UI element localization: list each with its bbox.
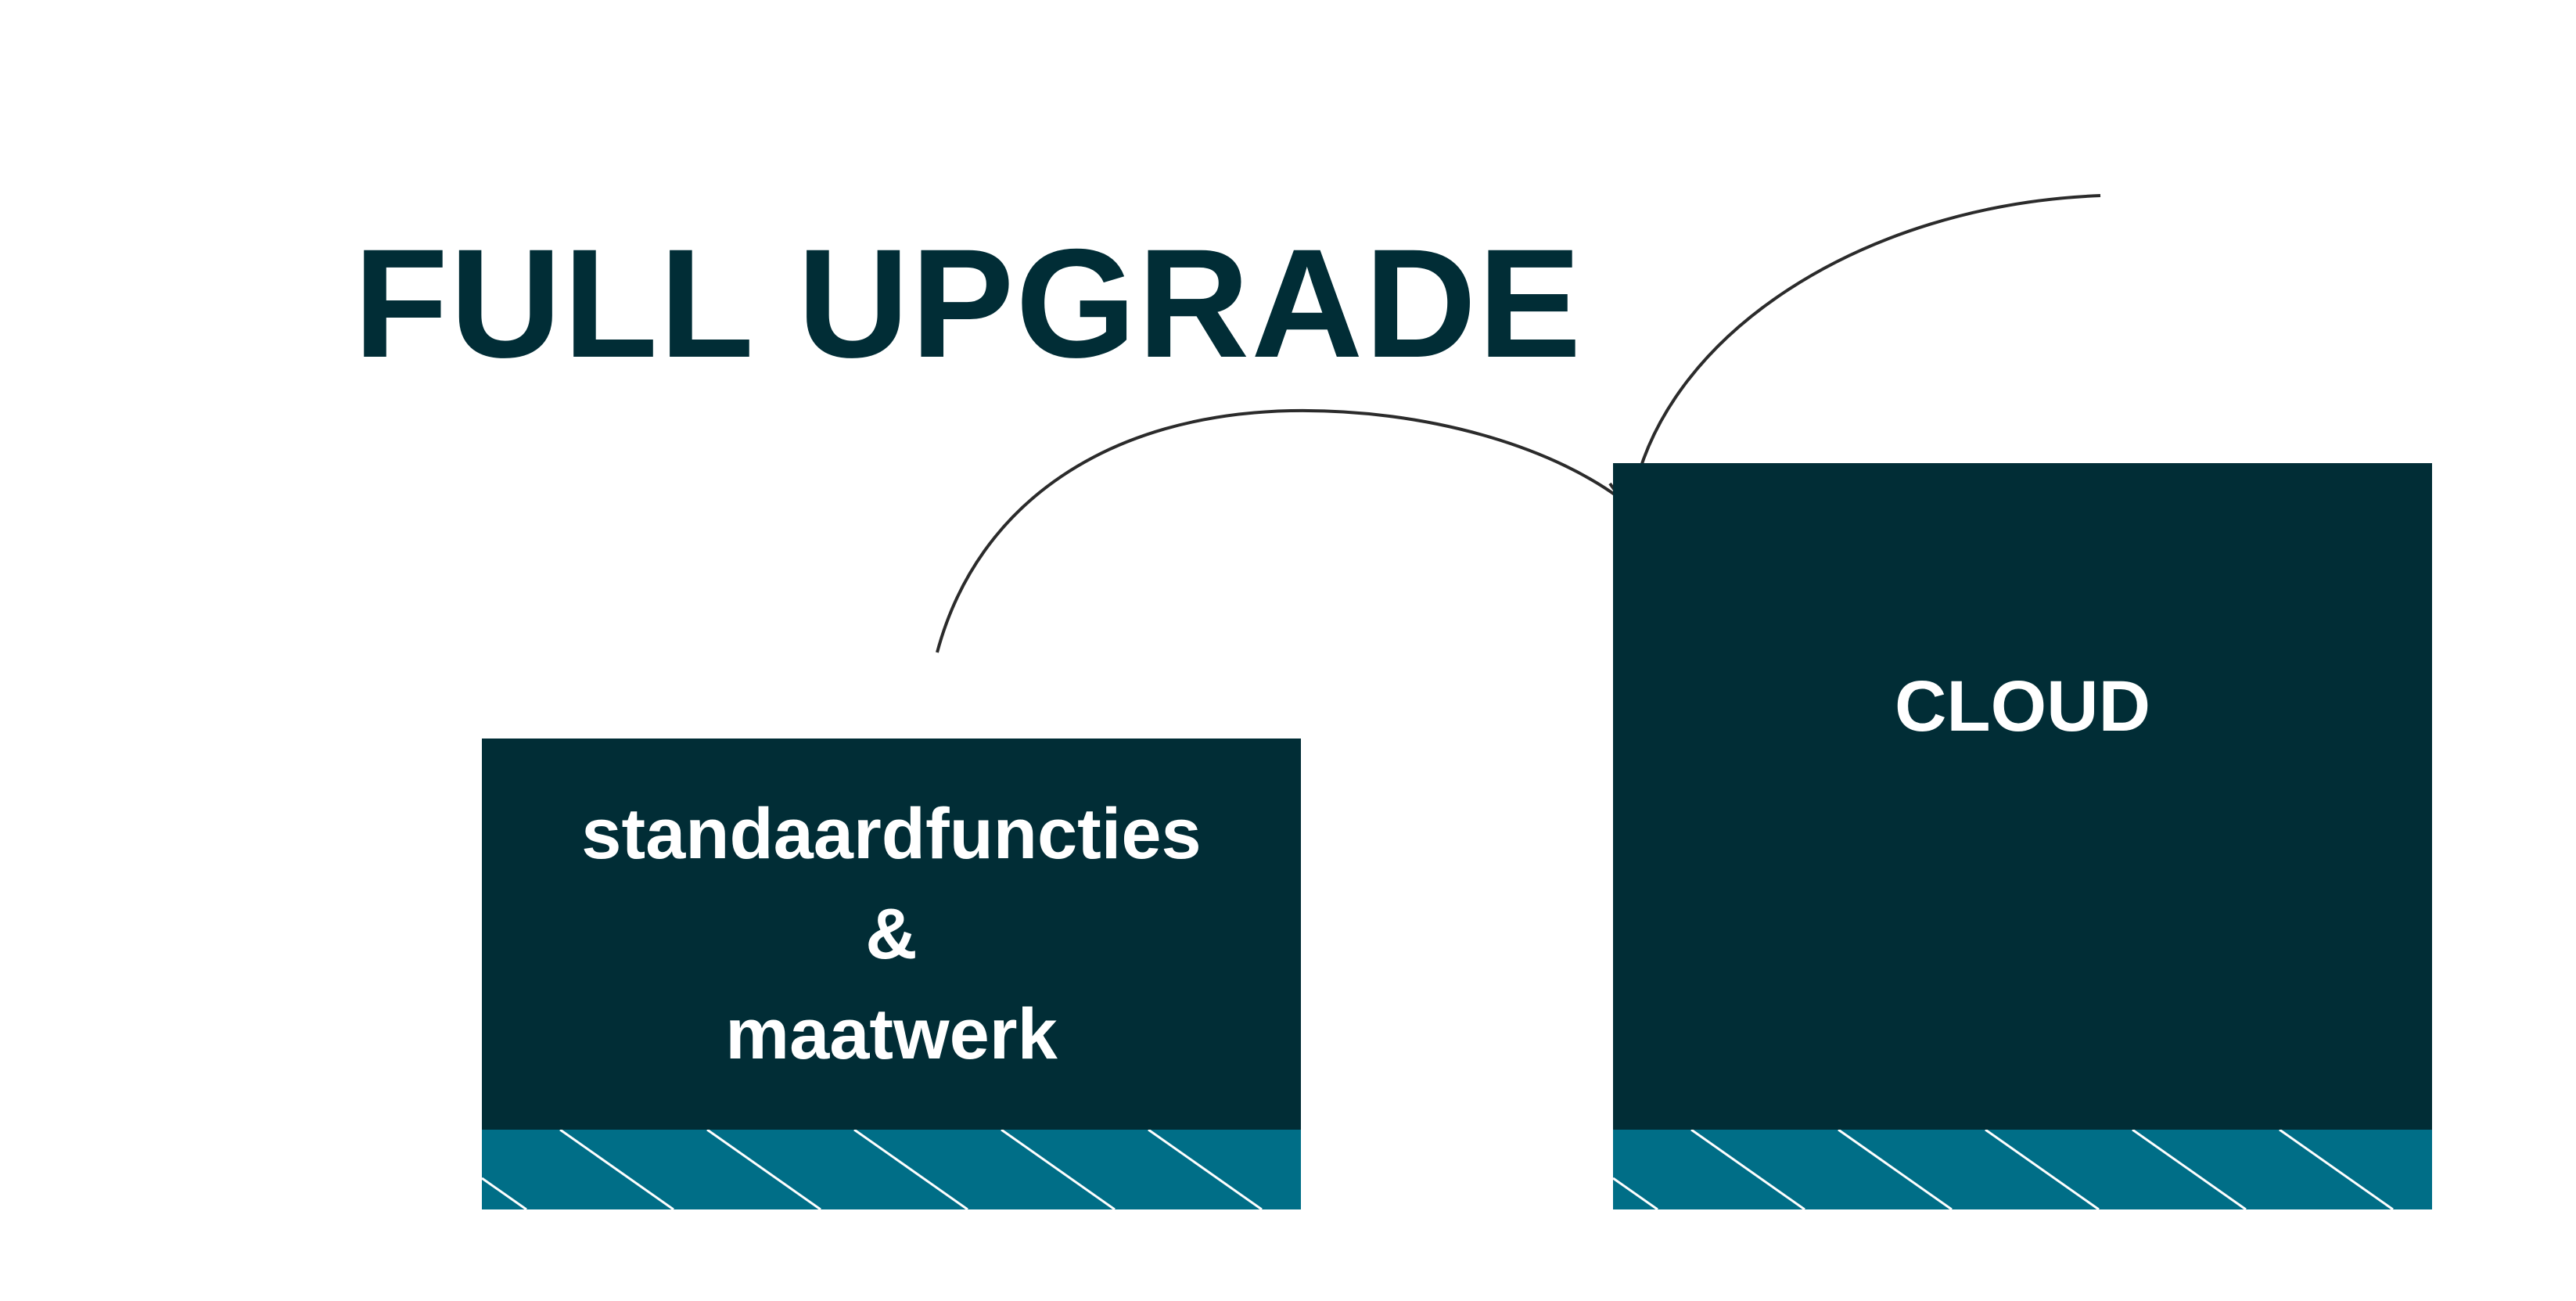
cloud-label: CLOUD: [1894, 667, 2151, 746]
custom-work-label: maatwerk: [725, 994, 1058, 1074]
standard-functions-label: standaardfuncties: [581, 794, 1202, 874]
connector-curve-left: [936, 408, 1633, 653]
cloud-block: CLOUD: [1613, 463, 2432, 1130]
standard-functions-base: [482, 1130, 1301, 1209]
diagram-title: FULL UPGRADE: [354, 217, 1583, 390]
standard-functions-block: standaardfuncties & maatwerk: [482, 739, 1301, 1130]
cloud-base: [1613, 1130, 2432, 1209]
ampersand-label: &: [865, 894, 918, 974]
connector-curve-right: [1629, 194, 2101, 508]
